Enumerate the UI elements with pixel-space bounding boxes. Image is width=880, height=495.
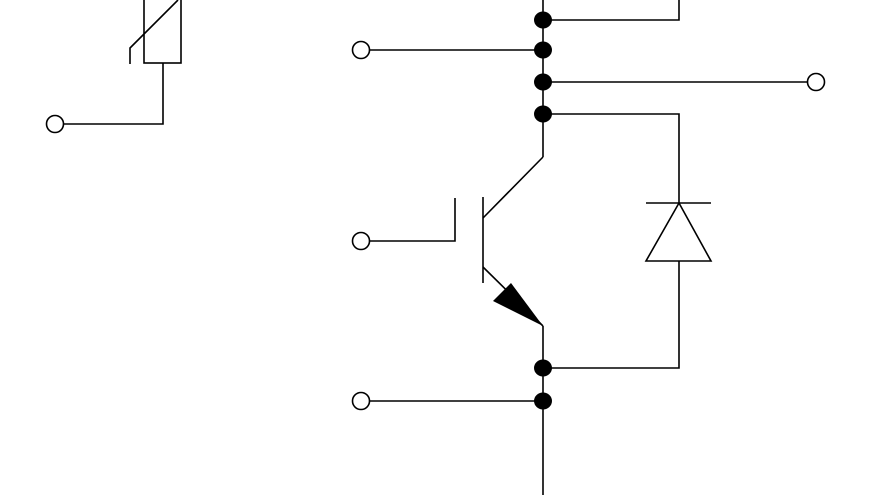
junction-dot-icon: [534, 11, 552, 29]
diode-icon: [644, 201, 713, 262]
igbt-gate-plate: [370, 198, 456, 242]
thermistor-body: [143, 0, 182, 64]
top-branch-wire: [543, 0, 680, 21]
junction-dot-icon: [534, 392, 552, 410]
ntc-thermistor-icon: [129, 0, 182, 64]
junction-dots: [534, 11, 552, 410]
diode-cathode-wire: [543, 113, 680, 203]
terminal-circle-icon: [351, 391, 371, 411]
thermistor-diagonal: [129, 0, 179, 64]
terminal-circle-icon: [351, 231, 371, 251]
diode-triangle: [644, 201, 713, 262]
terminal-circle-icon: [45, 114, 65, 134]
thermistor-lead-wire: [63, 63, 164, 125]
terminal-circle-icon: [351, 40, 371, 60]
igbt-icon: [370, 156, 544, 327]
junction-dot-icon: [534, 41, 552, 59]
junction-dot-icon: [534, 105, 552, 123]
terminal-circle-icon: [806, 72, 826, 92]
junction-dot-icon: [534, 359, 552, 377]
diode-anode-wire: [543, 261, 680, 369]
junction-dot-icon: [534, 73, 552, 91]
igbt-emitter-arrow: [493, 283, 543, 326]
igbt-collector-leg: [482, 156, 544, 219]
terminals: [45, 40, 826, 411]
